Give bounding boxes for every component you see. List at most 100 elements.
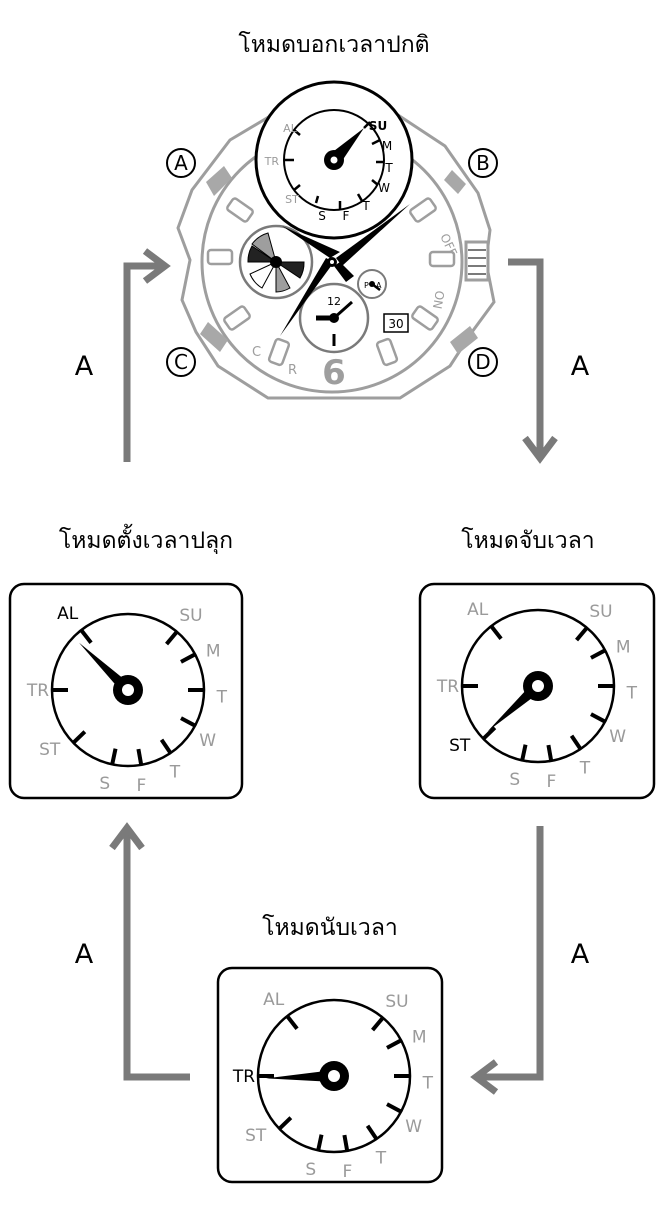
stopwatch-dial-hub-center [532,680,544,692]
arrow-stopwatch-to-timer [470,826,544,1095]
timer-dial-label-su: SU [385,992,408,1012]
arrow-timer-to-alarm [109,822,190,1081]
flow-label-left-top: A [75,351,94,382]
stopwatch-dial-tick-5 [569,734,583,751]
alarm-dial-label-t1: T [216,688,228,708]
svg-text:B: B [476,151,490,175]
timer-dial-hand [266,1070,335,1082]
alarm-dial-tick-2 [180,652,197,664]
stopwatch-dial-tick-0 [489,624,503,640]
title-stopwatch-mode: โหมดจับเวลา [461,527,594,554]
timer-dial-label-f: F [342,1162,352,1182]
crown [464,240,490,282]
alarm-dial-label-tr: TR [26,681,49,701]
subdial-bottom: 12 [298,282,370,354]
timer-dial-tick-0 [285,1014,299,1030]
svg-text:A: A [174,151,188,175]
top-dial-w: W [378,181,390,195]
button-b-label: B [468,148,498,178]
flow-label-right-bottom: A [571,939,590,970]
date-window-value: 30 [388,317,403,331]
timer-dial-hub-center [328,1070,340,1082]
alarm-dial-label-f: F [136,776,146,796]
top-dial-s: S [318,209,326,223]
stopwatch-dial-label-m: M [616,637,631,657]
button-d-pusher [450,326,478,354]
top-mode-dial: AL TR ST S F T W T M SU [254,80,414,240]
bezel-c-label: C [252,345,261,360]
arrow-alarm-to-timekeeping [123,248,171,462]
alarm-dial-tick-5 [159,738,173,755]
timer-dial-label-st: ST [245,1126,267,1146]
alarm-dial-tick-0 [79,628,93,644]
stopwatch-dial-label-w: W [609,727,626,747]
stopwatch-dial-label-tr: TR [436,677,459,697]
stopwatch-dial-label-su: SU [589,602,612,622]
button-c-pusher [200,322,228,352]
timer-dial-tick-8 [277,1116,293,1131]
alarm-dial-label-w: W [199,731,216,751]
subdial-left [238,224,314,300]
top-dial-st: ST [285,193,299,206]
bezel-r-label: R [288,363,297,378]
top-dial-su: SU [369,119,387,133]
timer-dial-label-t1: T [422,1074,434,1094]
alarm-dial-label-s: S [99,774,110,794]
timer-dial-label-al: AL [263,990,285,1010]
alarm-dial-tick-8 [71,730,87,745]
alarm-dial-label-m: M [206,641,221,661]
svg-text:C: C [174,350,188,374]
watch-illustration: OFF ON C R 6 P A 12 [166,80,498,400]
timer-dial-tick-7 [316,1134,324,1151]
alarm-dial-tick-7 [110,748,118,765]
alarm-dial-tick-1 [165,630,179,646]
timer-dial-tick-2 [386,1038,403,1050]
bezel-six-label: 6 [322,353,346,393]
timer-dial-tick-1 [371,1016,385,1032]
stopwatch-dial-label-st: ST [449,736,471,756]
stopwatch-dial-label-f: F [546,772,556,792]
timer-dial-label-w: W [405,1117,422,1137]
title-timer-mode: โหมดนับเวลา [262,914,398,941]
flow-label-right-top: A [571,351,590,382]
top-dial-f: F [343,209,350,223]
button-d-label: D [468,347,498,377]
bezel-on-label: ON [430,289,447,310]
top-dial-m: M [382,139,392,153]
hour-indices [206,197,456,367]
stopwatch-dial-tick-7 [520,744,528,761]
alarm-dial-label-t2: T [169,762,181,782]
alarm-dial-hub-center [122,684,134,696]
indicator-a-label: A [376,281,382,290]
stopwatch-dial-label-al: AL [467,600,489,620]
button-c-label: C [166,347,196,377]
top-dial-al: AL [283,122,298,135]
date-window [383,313,409,333]
timer-dial-label-m: M [412,1027,427,1047]
timer-dial-label-s: S [305,1160,316,1180]
stopwatch-dial-tick-8 [481,726,497,741]
am-pm-indicator: P A [357,269,387,299]
stopwatch-dial-label-s: S [509,770,520,790]
button-a-pusher [206,166,232,196]
button-b-pusher [444,170,466,194]
timer-dial-label-t2: T [375,1148,387,1168]
stopwatch-dial-tick-1 [575,626,589,642]
stopwatch-dial-tick-2 [590,648,607,660]
arrow-timekeeping-to-stopwatch [508,258,558,464]
main-hands [280,204,410,336]
timer-dial-label-tr: TR [232,1067,255,1087]
indicator-p-label: P [364,281,369,290]
alarm-dial-label-st: ST [39,740,61,760]
timer-dial-tick-5 [365,1124,379,1141]
top-dial-tr: TR [264,155,280,168]
flow-label-left-bottom: A [75,939,94,970]
svg-text:D: D [475,350,490,374]
stopwatch-dial-label-t1: T [626,684,638,704]
title-timekeeping-mode: โหมดบอกเวลาปกติ [238,31,429,58]
timer-dial-tick-4 [386,1102,403,1114]
alarm-dial-label-su: SU [179,606,202,626]
